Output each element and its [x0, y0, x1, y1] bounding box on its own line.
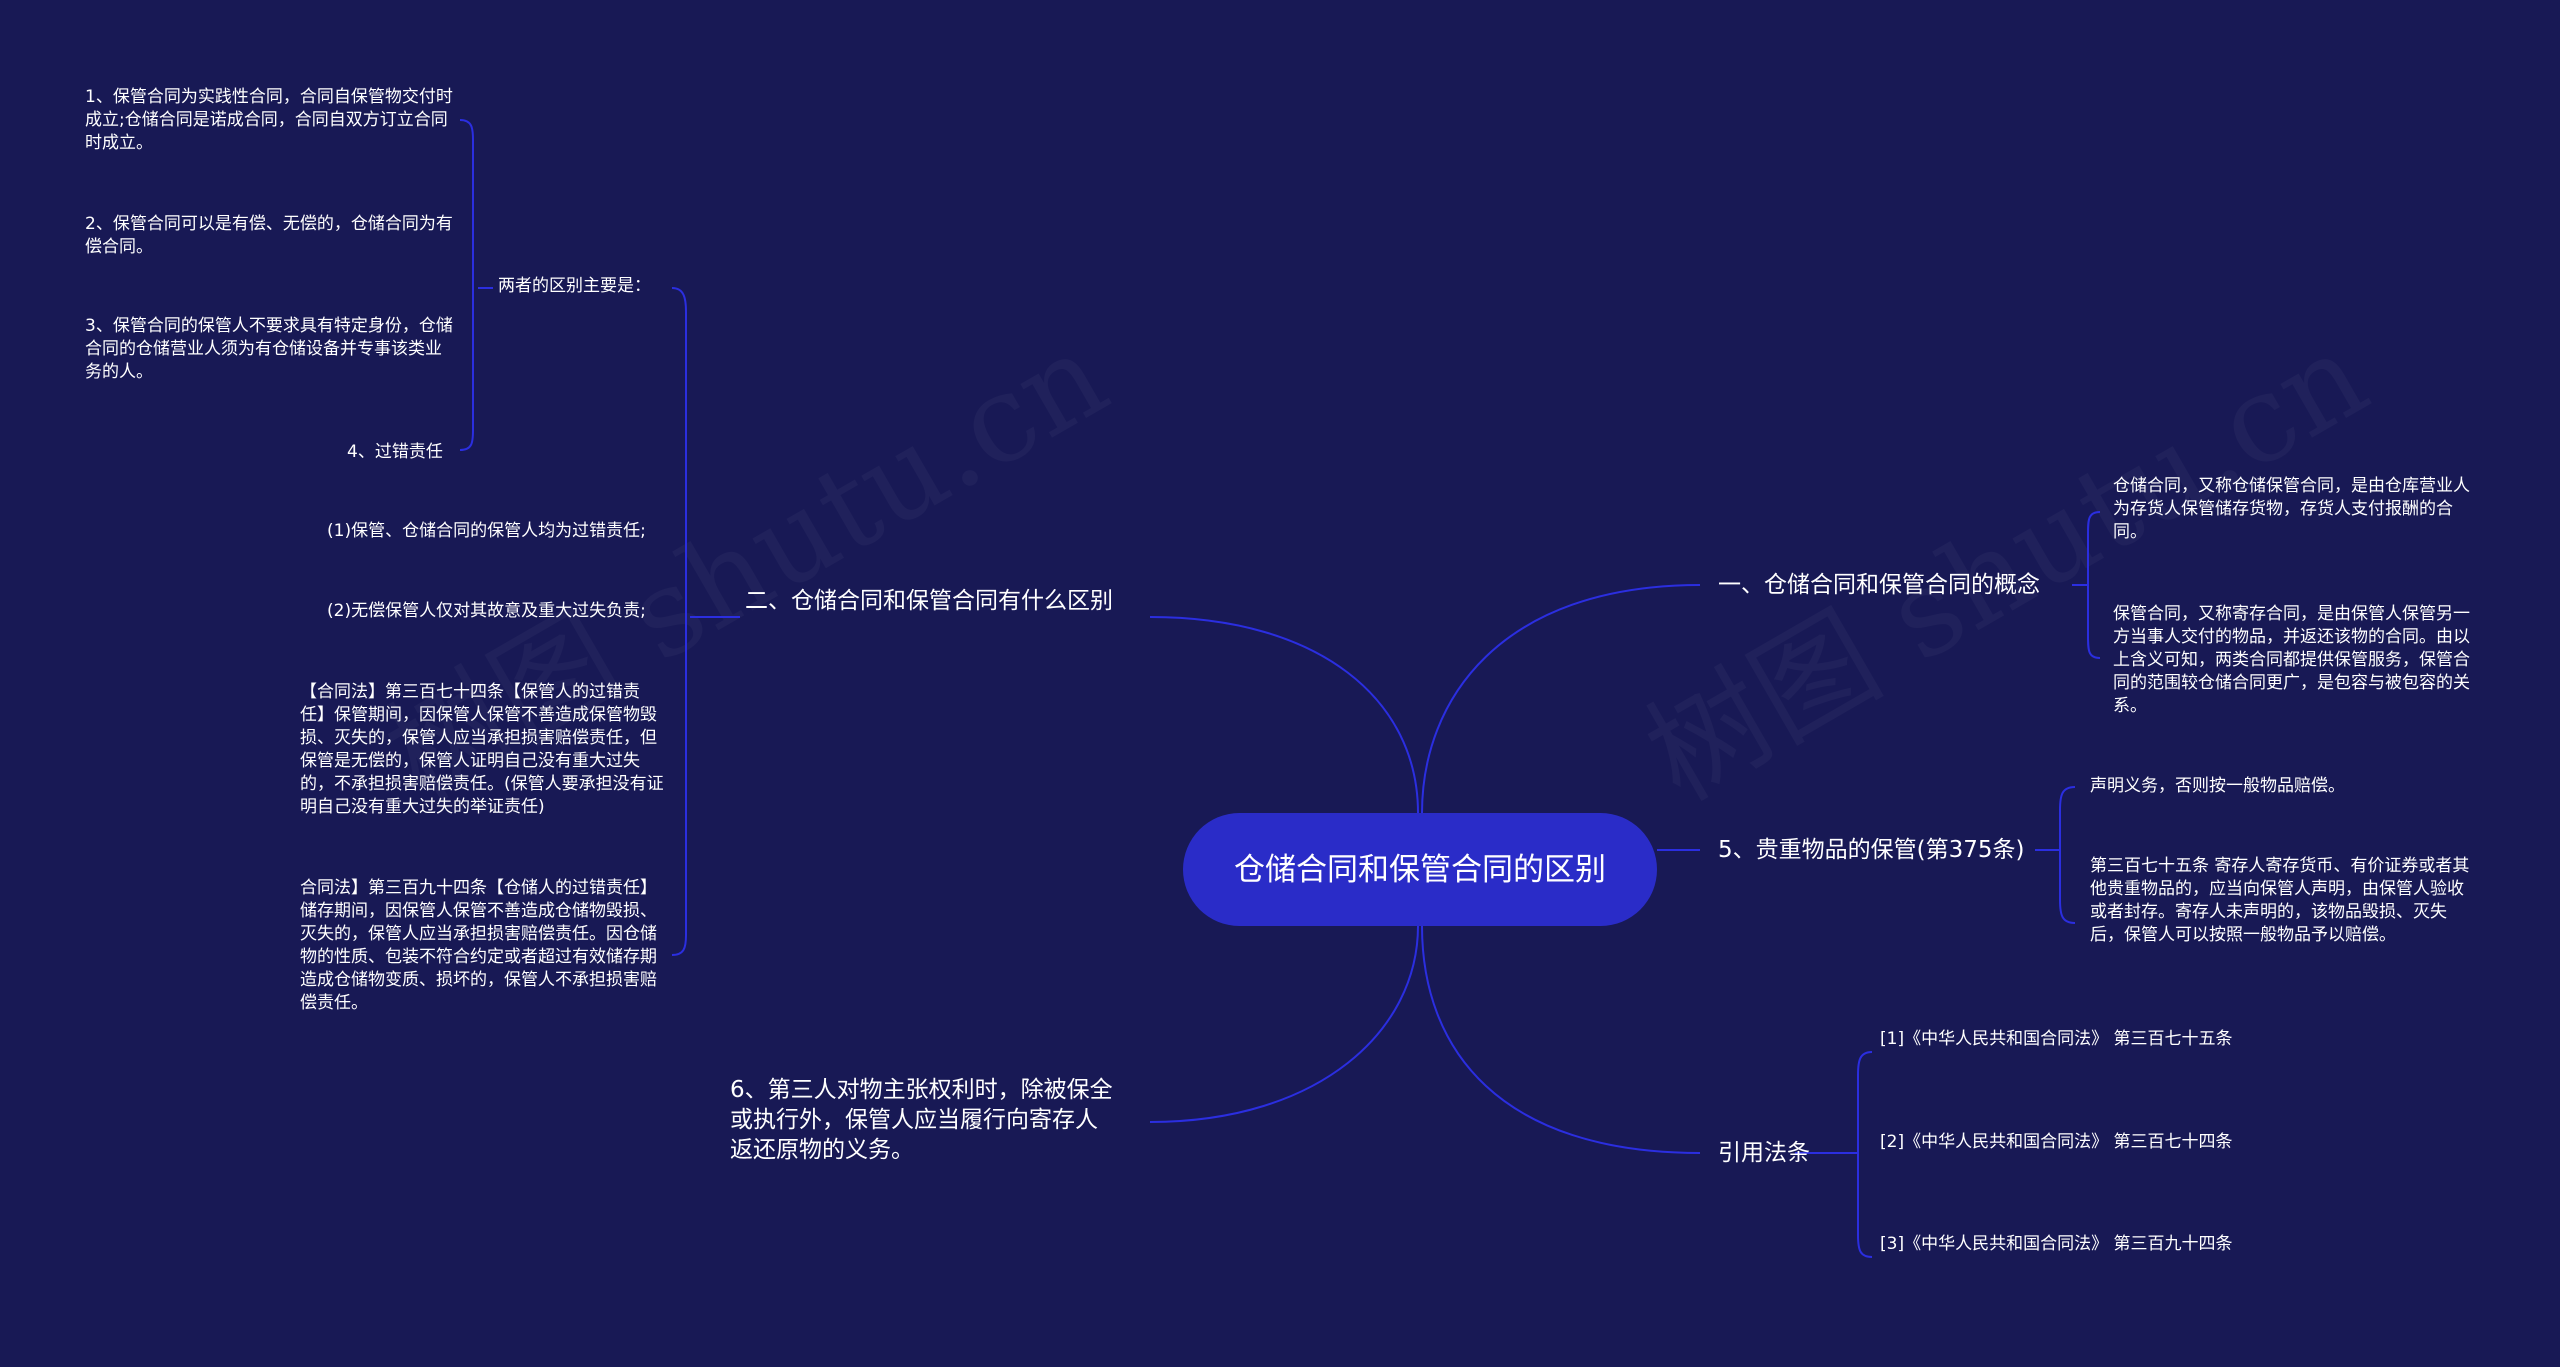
valuable-leaf-declare[interactable]: 声明义务，否则按一般物品赔偿。: [2090, 776, 2345, 796]
bracket-differences: [671, 287, 687, 956]
diff-leaf-fault-2[interactable]: (2)无偿保管人仅对其故意及重大过失负责;: [327, 601, 646, 621]
concept-leaf-custody[interactable]: 保管合同，又称寄存合同，是由保管人保管另一方当事人交付的物品，并返还该物的合同。…: [2113, 604, 2470, 716]
concept-leaf-warehouse[interactable]: 仓储合同，又称仓储保管合同，是由仓库营业人为存货人保管储存货物，存货人支付报酬的…: [2113, 476, 2470, 542]
branch-third-party-claims[interactable]: 6、第三人对物主张权利时，除被保全或执行外，保管人应当履行向寄存人返还原物的义务…: [730, 1077, 1113, 1163]
difference-item-1[interactable]: 1、保管合同为实践性合同，合同自保管物交付时成立;仓储合同是诺成合同，合同自双方…: [85, 87, 453, 153]
link-center-refs: [1421, 925, 1701, 1154]
branch-concept[interactable]: 一、仓储合同和保管合同的概念: [1718, 572, 2040, 598]
central-topic[interactable]: 仓储合同和保管合同的区别: [1183, 813, 1657, 926]
diff-leaf-fault-1[interactable]: (1)保管、仓储合同的保管人均为过错责任;: [327, 521, 646, 541]
diff-leaf-main-differences[interactable]: 两者的区别主要是：: [498, 276, 651, 296]
diff-leaf-article374[interactable]: 【合同法】第三百七十四条【保管人的过错责任】保管期间，因保管人保管不善造成保管物…: [300, 682, 664, 817]
difference-item-2[interactable]: 2、保管合同可以是有偿、无偿的，仓储合同为有偿合同。: [85, 214, 453, 257]
cited-law-2[interactable]: [2]《中华人民共和国合同法》 第三百七十四条: [1880, 1132, 2233, 1152]
link-center-concept: [1421, 584, 1701, 814]
bracket-main-differences: [459, 119, 474, 451]
link-center-third-party: [1149, 925, 1419, 1123]
branch-cited-laws[interactable]: 引用法条: [1718, 1140, 1810, 1166]
cited-law-3[interactable]: [3]《中华人民共和国合同法》 第三百九十四条: [1880, 1234, 2233, 1254]
bracket-refs: [1857, 1051, 1873, 1258]
difference-item-3[interactable]: 3、保管合同的保管人不要求具有特定身份，仓储合同的仓储营业人须为有仓储设备并专事…: [85, 316, 453, 382]
diff-leaf-article394[interactable]: 合同法】第三百九十四条【仓储人的过错责任】储存期间，因保管人保管不善造成仓储物毁…: [300, 878, 657, 1013]
valuable-leaf-article375[interactable]: 第三百七十五条 寄存人寄存货币、有价证券或者其他贵重物品的，应当向保管人声明，由…: [2090, 856, 2470, 945]
cited-law-1[interactable]: [1]《中华人民共和国合同法》 第三百七十五条: [1880, 1029, 2233, 1049]
link-center-differences: [1149, 616, 1419, 814]
branch-valuable-items[interactable]: 5、贵重物品的保管(第375条): [1718, 837, 2025, 863]
branch-differences[interactable]: 二、仓储合同和保管合同有什么区别: [745, 588, 1113, 614]
diff-leaf-fault-liability[interactable]: 4、过错责任: [347, 442, 443, 462]
bracket-valuable: [2059, 786, 2076, 924]
bracket-concept: [2087, 511, 2101, 659]
